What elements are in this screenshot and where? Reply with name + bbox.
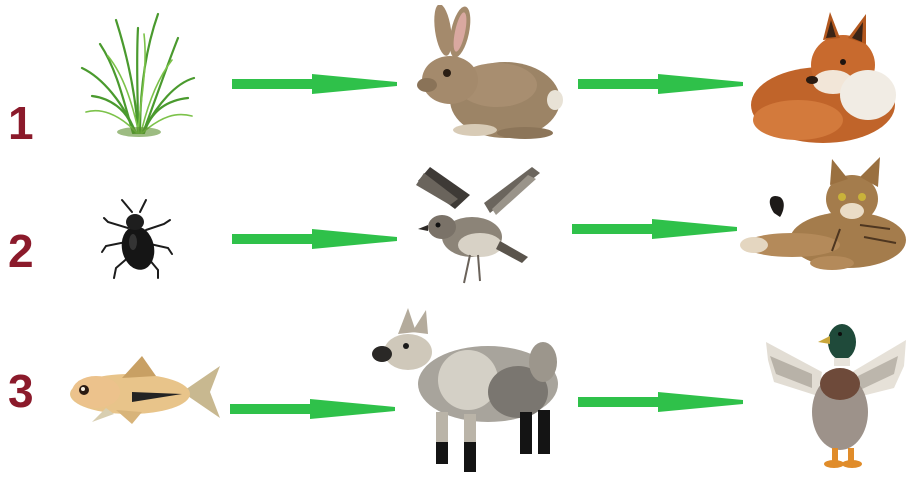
row-number-3: 3 [8,365,34,417]
grass-icon [80,12,196,137]
row-number-2: 2 [8,225,34,277]
bird-icon [416,167,540,284]
arrow-icon [230,399,395,419]
rabbit-icon [417,5,563,139]
fish-icon [70,356,220,424]
arrow-icon [578,392,743,412]
fox-icon [751,12,896,143]
arrow-icon [578,74,743,94]
arrow-icon [232,229,397,249]
beetle-icon [101,199,173,279]
arrow-icon [232,74,397,94]
row-number-1: 1 [8,97,34,149]
cat-icon [740,157,906,270]
goat-icon [372,308,558,472]
duck-icon [766,324,906,468]
arrow-icon [572,219,737,239]
